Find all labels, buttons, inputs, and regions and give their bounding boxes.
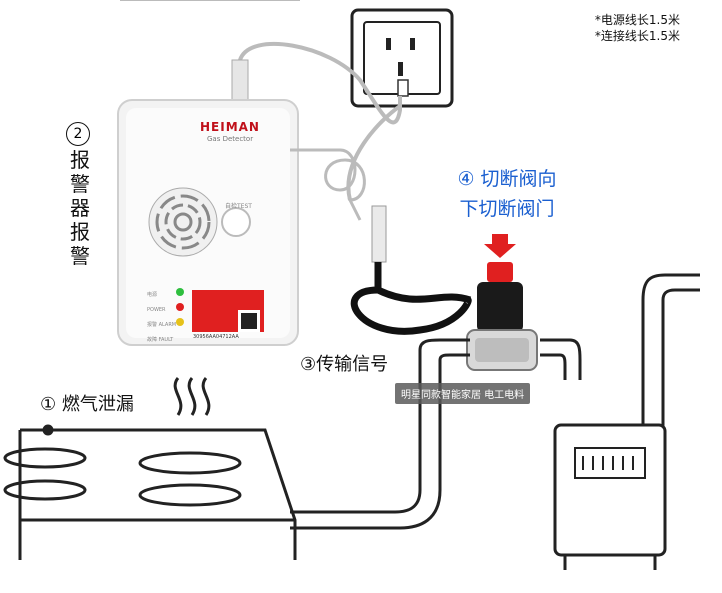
step1-label: ① 燃气泄漏	[40, 394, 134, 415]
wall-socket	[350, 8, 454, 108]
device-subtitle: Gas Detector	[207, 135, 254, 143]
step3-label: ③传输信号	[300, 354, 389, 375]
test-button-label: 自检TEST	[225, 203, 252, 210]
gas-meter	[553, 423, 667, 570]
step4-label: ④ 切断阀向 下切断阀门	[457, 168, 557, 220]
signal-cable	[290, 148, 472, 335]
serial-number: 30956AA04712AA	[193, 334, 239, 340]
shutoff-valve	[466, 262, 538, 371]
down-arrow	[484, 234, 516, 258]
gas-stove	[3, 377, 297, 560]
step1-number: ①	[40, 394, 57, 415]
connect-cord-note: *连接线长1.5米	[594, 29, 680, 43]
brand-logo: HEIMAN	[200, 120, 260, 134]
gas-detector	[117, 99, 299, 346]
power-cord	[238, 41, 402, 125]
step2-number: 2	[66, 122, 90, 146]
led-labels: 电源 POWER 报警 ALARM 故障 FAULT	[147, 292, 177, 343]
step2-label: 报警器报警	[70, 148, 90, 268]
watermark: 明星同款智能家居 电工电料	[395, 383, 531, 404]
power-cord-note: *电源线长1.5米	[594, 13, 680, 27]
step3-number: ③	[300, 354, 317, 375]
